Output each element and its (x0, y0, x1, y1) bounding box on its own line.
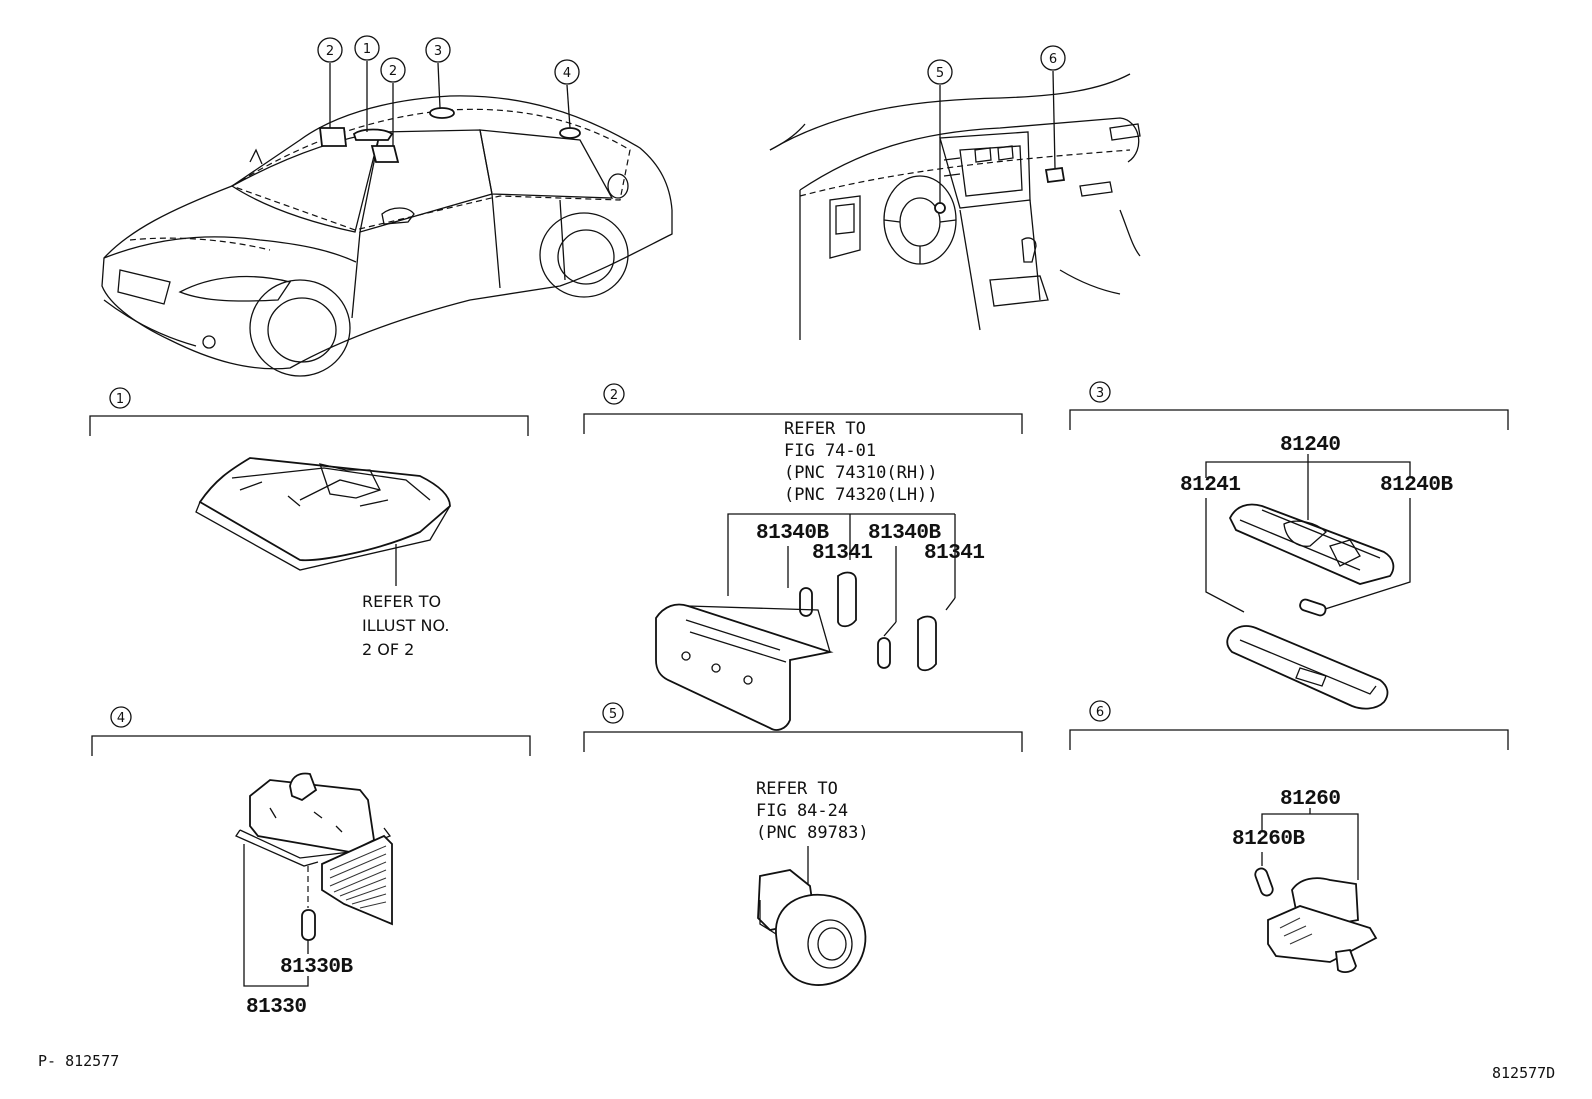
car-callout-circle (554, 59, 580, 85)
footer-drawing-id: 812577D (1492, 1064, 1555, 1082)
section-bracket (91, 735, 531, 756)
dash-lamp-5 (934, 202, 946, 214)
car-illustration: 2 1 2 3 4 (101, 35, 673, 377)
car-callout-label: 2 (389, 64, 397, 79)
section-4-luggage-lamp: 81330B 81330 (235, 772, 393, 1019)
car-callout-circle (425, 37, 451, 63)
car-lamp-3 (429, 107, 455, 119)
dash-lamp-6 (1044, 166, 1066, 184)
part-number: 81340B (756, 522, 830, 545)
dashboard-illustration: 5 6 (769, 45, 1141, 340)
section-1-refer-line: ILLUST NO. (362, 616, 449, 635)
section-number: 1 (116, 392, 124, 407)
section-5-refer-line: FIG 84-24 (756, 801, 848, 821)
part-number: 81240 (1280, 434, 1341, 457)
part-number: 81341 (812, 542, 873, 565)
section-bracket (1069, 409, 1509, 430)
section-1-refer-line: REFER TO (362, 592, 441, 611)
dash-callout-label: 6 (1049, 52, 1057, 67)
section-5-refer-line: REFER TO (756, 779, 838, 799)
part-number: 81330B (280, 956, 354, 979)
footer-illustration-code: P- 812577 (38, 1052, 119, 1070)
section-1-map-lamp: REFER TO ILLUST NO. 2 OF 2 (195, 457, 451, 659)
vanity-lamp-housing (655, 603, 834, 731)
car-callout-circle (380, 57, 406, 83)
section-number-circle (110, 706, 132, 728)
luggage-lamp-grille (321, 834, 393, 926)
lens-81341 (837, 571, 857, 628)
dash-callout-label: 5 (936, 66, 944, 81)
section-5-ignition-illumination: REFER TO FIG 84-24 (PNC 89783) (756, 779, 869, 986)
section-number-circle (602, 702, 624, 724)
section-number-circle (1089, 381, 1111, 403)
car-callout-label: 1 (363, 42, 371, 57)
car-callout-label: 4 (563, 66, 571, 81)
section-bracket (1069, 729, 1509, 750)
part-number: 81340B (868, 522, 942, 545)
ignition-lamp-ring (775, 893, 867, 986)
section-2-refer-line: FIG 74-01 (784, 441, 876, 461)
bulb-81340b (799, 587, 813, 617)
bulb-81330b (301, 909, 316, 941)
bulb-81240b (1299, 598, 1327, 617)
section-headers: 1 2 3 4 5 6 (89, 381, 1509, 756)
car-lamp-2b (370, 145, 400, 163)
lens-81341 (917, 615, 937, 672)
section-5-refer-line: (PNC 89783) (756, 823, 869, 843)
car-callout-label: 3 (434, 44, 442, 59)
section-number-circle (1089, 700, 1111, 722)
part-number: 81240B (1380, 474, 1454, 497)
car-lamp-1 (352, 128, 394, 141)
section-1-refer-line: 2 OF 2 (362, 640, 414, 659)
section-number-circle (603, 383, 625, 405)
section-2-refer-line: REFER TO (784, 419, 866, 439)
section-bracket (583, 731, 1023, 752)
bulb-81260b (1254, 867, 1274, 897)
part-number: 81330 (246, 996, 307, 1019)
part-number: 81260 (1280, 788, 1341, 811)
section-number: 4 (117, 711, 125, 726)
car-callout-circle (354, 35, 380, 61)
section-bracket (583, 413, 1023, 434)
dash-callout-circle (927, 59, 953, 85)
section-number: 6 (1096, 705, 1104, 720)
section-number: 3 (1096, 386, 1104, 401)
section-number: 5 (609, 707, 617, 722)
part-number: 81260B (1232, 828, 1306, 851)
section-2-refer-line: (PNC 74320(LH)) (784, 485, 938, 505)
section-bracket (89, 415, 529, 436)
glovebox-lamp-base (1267, 905, 1378, 963)
part-number: 81341 (924, 542, 985, 565)
section-3-room-lamp: 81240 81241 81240B (1180, 434, 1454, 710)
dash-callout-circle (1040, 45, 1066, 71)
section-2-vanity-lamp: REFER TO FIG 74-01 (PNC 74310(RH)) (PNC … (655, 419, 985, 731)
section-2-refer-line: (PNC 74310(RH)) (784, 463, 938, 483)
car-callout-circle (317, 37, 343, 63)
car-lamp-4 (559, 127, 581, 139)
part-number: 81241 (1180, 474, 1241, 497)
section-number: 2 (610, 388, 618, 403)
section-6-glovebox-lamp: 81260 81260B (1232, 788, 1378, 973)
section-number-circle (109, 387, 131, 409)
car-lamp-2a (318, 127, 348, 147)
bulb-81340b (877, 637, 891, 669)
car-callout-label: 2 (326, 44, 334, 59)
